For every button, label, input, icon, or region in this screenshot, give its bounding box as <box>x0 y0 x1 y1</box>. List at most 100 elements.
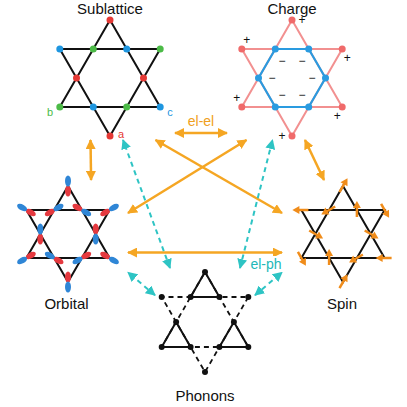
charge-sign: − <box>278 55 285 67</box>
lattice-site <box>157 104 164 111</box>
charge-sign: − <box>298 89 305 101</box>
orbital-lobe <box>80 207 93 218</box>
bond-triangle <box>162 322 191 347</box>
panel-node: Phonons <box>155 268 255 404</box>
lattice-site <box>305 46 312 53</box>
lattice-site <box>173 319 179 325</box>
el-el-arrow <box>128 251 282 254</box>
orbital-lobe <box>93 224 99 235</box>
spin-arrow <box>328 255 331 265</box>
lattice-line <box>162 272 249 347</box>
panel-title: Orbital <box>44 295 88 312</box>
el-el-arrow <box>89 140 92 180</box>
lattice-site <box>73 75 80 82</box>
spin-arrow-head <box>349 256 357 263</box>
spin-arrow <box>381 204 386 213</box>
orbital-lobe <box>93 234 99 245</box>
el-ph-arrow <box>240 140 273 268</box>
lattice-site <box>305 104 312 111</box>
orbital-lobe <box>16 202 29 213</box>
spin-arrow <box>382 257 392 260</box>
orbital-lobe <box>44 250 57 261</box>
spin-arrow <box>356 207 359 217</box>
spin-arrow-head <box>299 258 306 266</box>
lattice-site <box>245 344 251 350</box>
charge-sign: + <box>278 130 285 142</box>
el-el-arrow <box>175 132 227 135</box>
charge-sign: + <box>233 92 240 104</box>
orbital-lobe <box>37 224 43 235</box>
orbital-lobe <box>52 202 65 213</box>
lattice-site <box>188 294 194 300</box>
lattice-site <box>202 269 208 275</box>
lattice-site <box>238 104 245 111</box>
orbital-lobe <box>71 255 84 266</box>
panel-title: Phonons <box>175 387 234 404</box>
orbital-lobe <box>65 176 71 187</box>
spin-arrow-head <box>315 232 323 239</box>
spin-arrow-head <box>321 208 329 215</box>
lattice-site <box>289 133 296 140</box>
charge-sign: + <box>344 52 351 64</box>
spin-arrow-head <box>382 210 389 218</box>
charge-sign: + <box>298 14 305 26</box>
lattice-line <box>26 210 109 282</box>
spin-arrow <box>298 209 308 212</box>
charge-hexagon <box>259 49 326 107</box>
bond-triangle <box>191 272 220 297</box>
coupling-label: el-el <box>186 113 216 129</box>
charge-sign: + <box>243 34 250 46</box>
lattice-site <box>157 46 164 53</box>
spin-arrow-head <box>370 232 378 239</box>
lattice-site <box>216 294 222 300</box>
lattice-site <box>272 104 279 111</box>
panel-node: Orbital <box>5 180 128 312</box>
lattice-line <box>242 49 342 136</box>
charge-sign: − <box>268 72 275 84</box>
lattice-site <box>202 369 208 375</box>
lattice-site <box>56 46 63 53</box>
lattice-site <box>255 75 262 82</box>
charge-sign: − <box>278 89 285 101</box>
lattice-site <box>245 294 251 300</box>
lattice-site <box>231 319 237 325</box>
lattice-site <box>123 46 130 53</box>
lattice-site <box>238 46 245 53</box>
charge-sign: + <box>334 110 341 122</box>
lattice-line <box>60 49 160 136</box>
lattice-site <box>56 104 63 111</box>
lattice-site <box>107 17 114 24</box>
panel-title: Spin <box>327 295 357 312</box>
el-ph-arrow <box>123 140 170 268</box>
spin-arrow-head <box>341 274 348 282</box>
orbital-lobe <box>65 272 71 283</box>
coupling-label: el-ph <box>248 256 283 272</box>
spin-arrow <box>340 183 345 192</box>
spin-arrow <box>309 231 318 236</box>
lattice-line <box>301 186 384 258</box>
orbital-lobe <box>108 255 121 266</box>
lattice-line <box>60 20 160 107</box>
orbital-lobe <box>65 186 71 197</box>
spin-arrow <box>365 231 374 236</box>
lattice-line <box>301 210 384 282</box>
sublattice-letter: c <box>167 107 173 118</box>
lattice-site <box>90 104 97 111</box>
panel-node: Sublattice <box>45 0 175 140</box>
bond-triangle <box>219 322 248 347</box>
lattice-site <box>123 104 130 111</box>
charge-sign: − <box>308 72 315 84</box>
charge-sign: − <box>298 55 305 67</box>
panel-node: Spin <box>282 180 402 312</box>
orbital-lobe <box>108 202 121 213</box>
orbital-lobe <box>16 255 29 266</box>
lattice-site <box>216 344 222 350</box>
spin-arrow <box>340 279 345 288</box>
lattice-site <box>159 294 165 300</box>
lattice-site <box>107 133 114 140</box>
lattice-site <box>272 46 279 53</box>
spin-arrow <box>354 255 363 260</box>
spin-arrow <box>298 252 303 261</box>
lattice-site <box>140 75 147 82</box>
el-el-arrow <box>128 140 247 213</box>
